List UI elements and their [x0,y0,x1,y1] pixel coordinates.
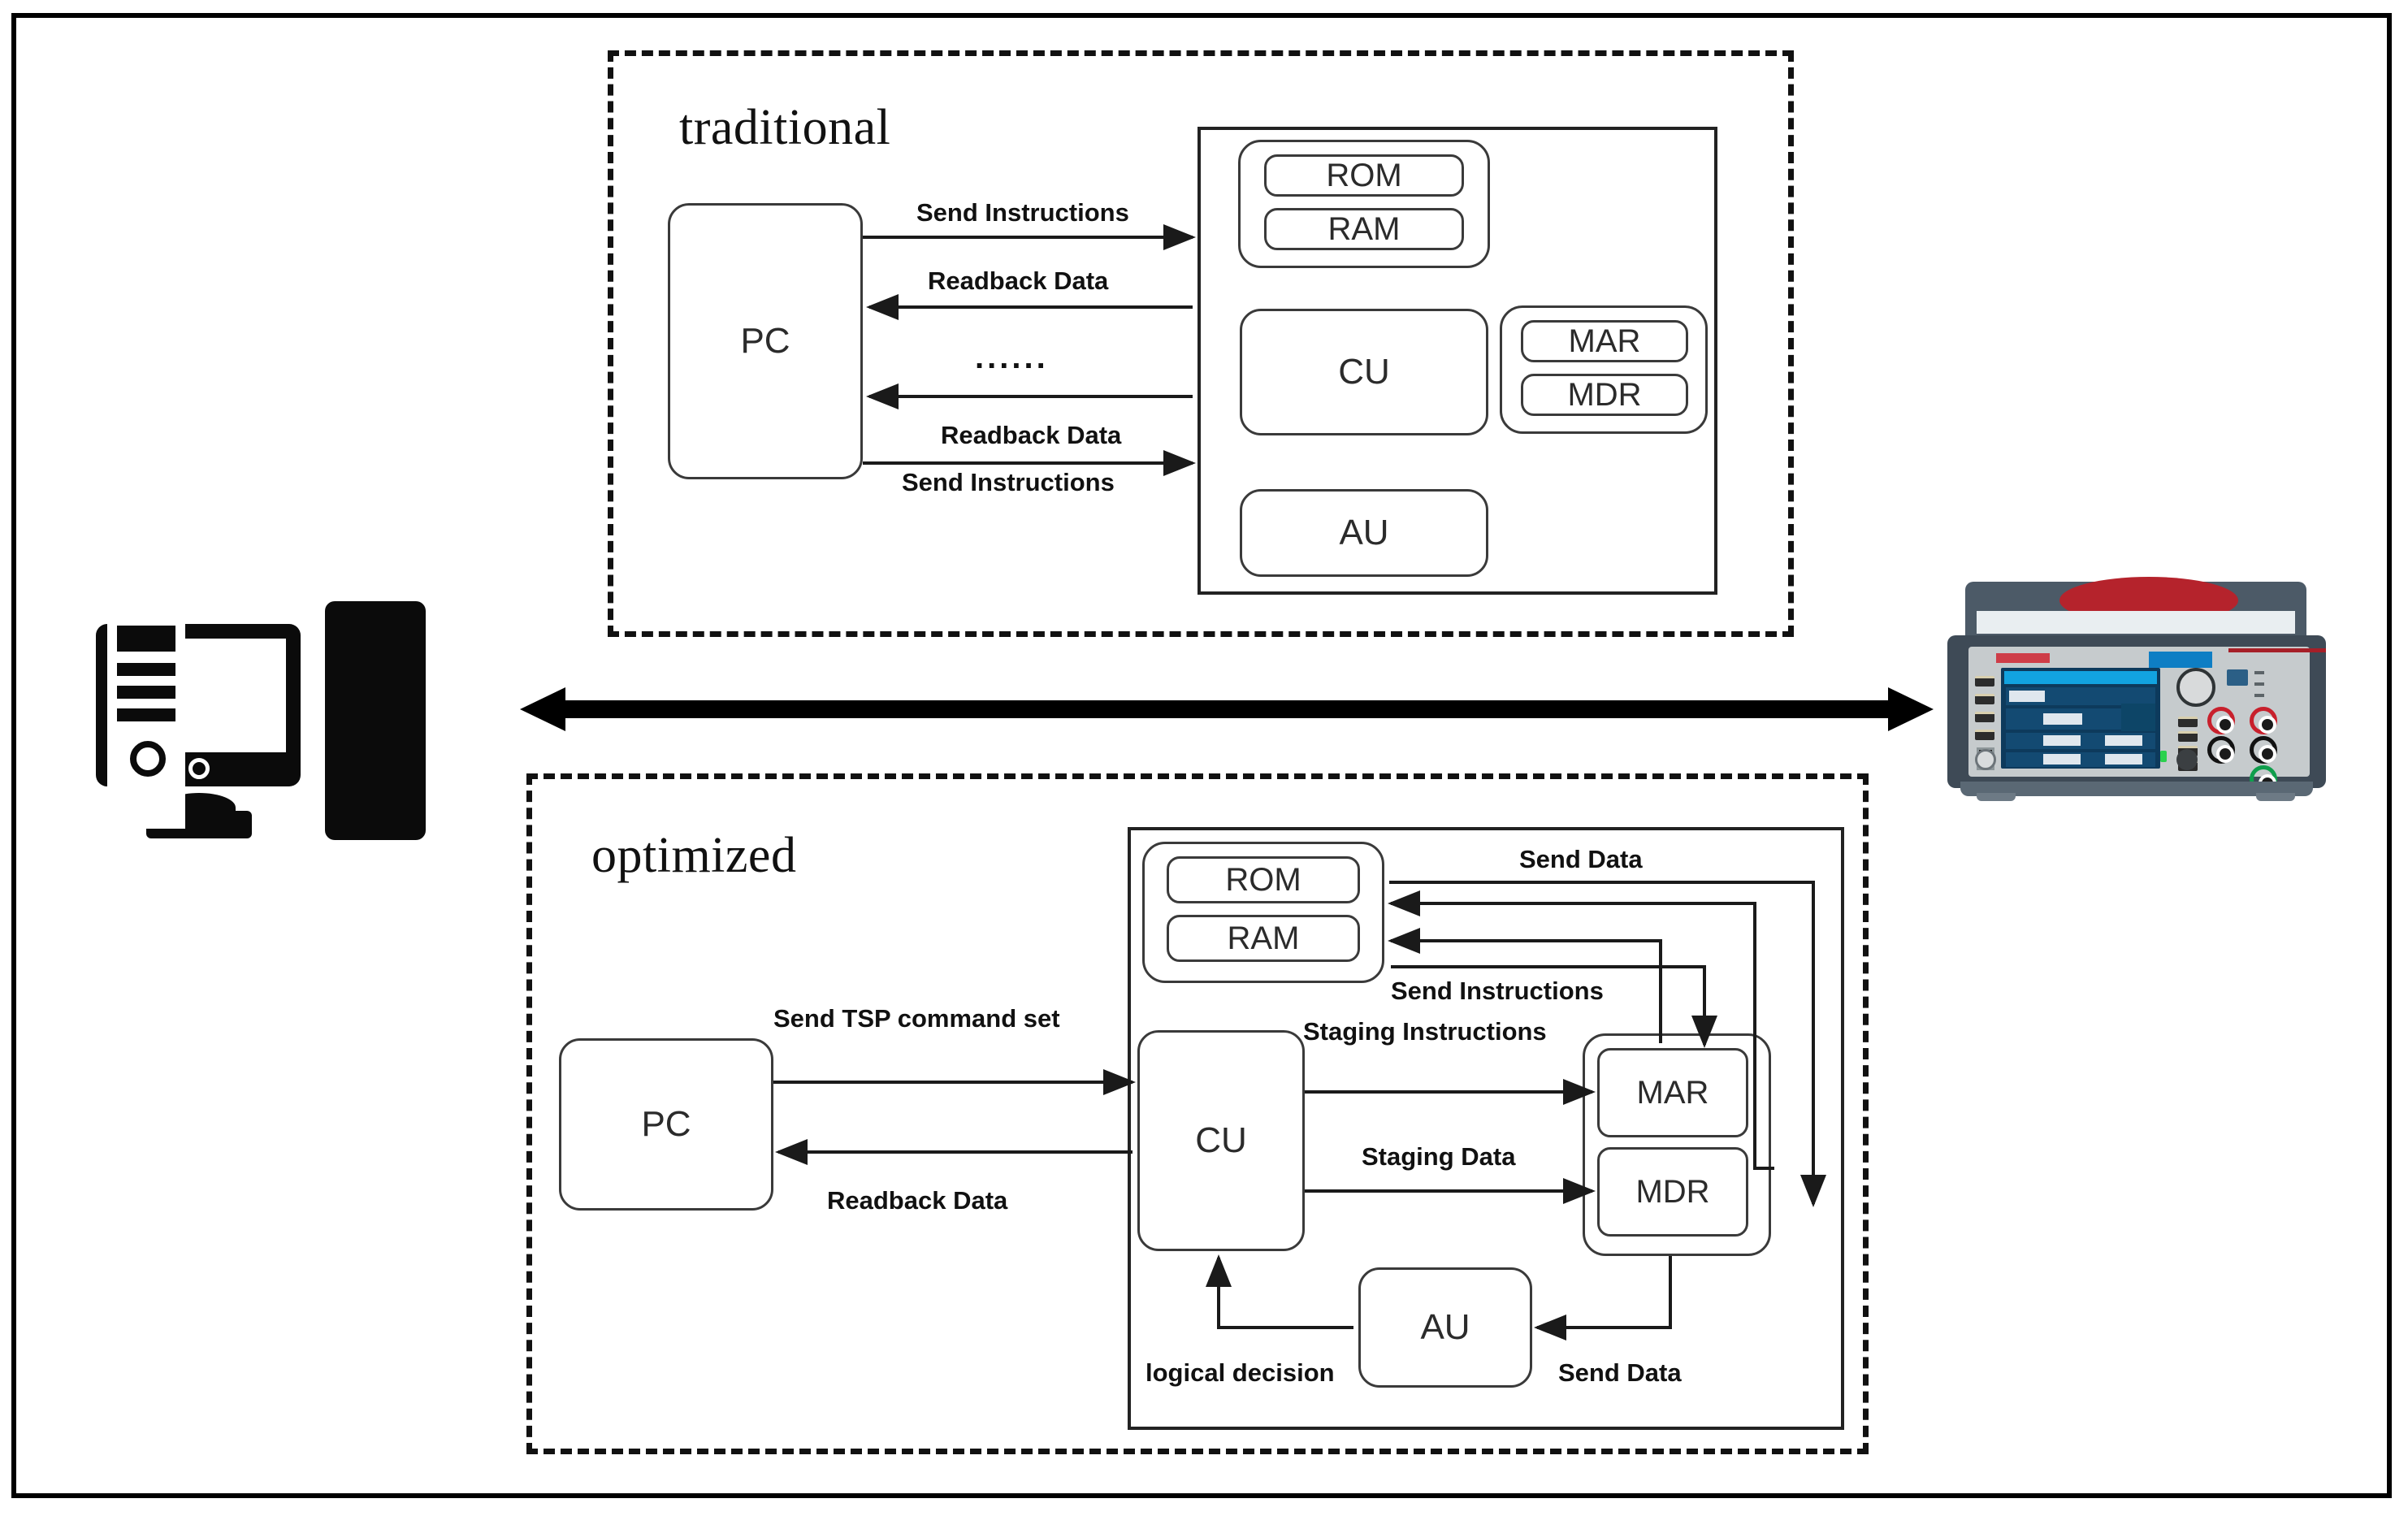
panel-optimized-title: optimized [591,828,797,883]
optimized-mdr-box: MDR [1597,1147,1748,1237]
optimized-mdr-label: MDR [1635,1173,1710,1210]
optimized-au-label: AU [1420,1307,1470,1347]
optimized-pc-label: PC [641,1104,691,1144]
optimized-ram-box: RAM [1167,915,1360,962]
traditional-au-label: AU [1339,513,1389,552]
screen-field-4 [2105,735,2142,746]
instrument-status-led [2160,751,2167,762]
optimized-connector-label-stagingdata: Staging Data [1362,1142,1516,1171]
optimized-connector-label-logicaldecision: logical decision [1146,1358,1335,1387]
traditional-ram-label: RAM [1327,210,1401,247]
traditional-rom-label: ROM [1326,157,1402,193]
traditional-ram-box: RAM [1264,208,1464,250]
optimized-mar-box: MAR [1597,1048,1748,1137]
traditional-mdr-label: MDR [1567,376,1642,413]
instrument-touchscreen[interactable] [2001,668,2160,769]
traditional-connector-label-4: Readback Data [941,421,1122,449]
traditional-mar-label: MAR [1568,323,1641,359]
instrument-softkey-1[interactable] [1975,676,1994,687]
optimized-connector-label-readback: Readback Data [827,1186,1008,1215]
instrument-foot-right [2256,793,2295,801]
tower-drive-bay-2 [117,663,175,676]
desktop-computer-icon [96,601,461,869]
traditional-cu-box: CU [1240,309,1488,435]
instrument-power-button[interactable] [1975,749,1996,770]
optimized-rom-box: ROM [1167,856,1360,903]
optimized-au-box: AU [1358,1267,1532,1388]
optimized-ram-label: RAM [1227,920,1300,956]
instrument-interlock-knob[interactable] [2176,749,2198,770]
traditional-connector-label-2: Readback Data [928,266,1109,295]
optimized-connector-label-senddata-au: Send Data [1558,1358,1682,1387]
traditional-mdr-box: MDR [1521,374,1688,416]
instrument-softkey-3[interactable] [1975,712,1994,722]
instrument-accent-line [2228,648,2326,652]
instrument-brand-logo [1996,653,2050,663]
source-measure-instrument [1938,569,2336,853]
terminal-force-hi[interactable] [2250,707,2277,734]
traditional-connector-label-1: Send Instructions [916,198,1129,227]
instrument-front-panel [1968,647,2326,793]
optimized-pc-box: PC [559,1038,773,1211]
optimized-connector-label-sendinstr: Send Instructions [1391,977,1604,1005]
instrument-tick-2 [2254,682,2264,686]
screen-field-6 [2105,754,2142,764]
tower-drive-bay-3 [117,686,175,699]
traditional-connector-label-5: Send Instructions [902,468,1115,496]
instrument-foot-left [1977,793,2016,801]
traditional-rom-box: ROM [1264,154,1464,197]
figure-border [11,13,2392,1498]
optimized-cu-box: CU [1137,1030,1305,1251]
instrument-softkey-4[interactable] [1975,730,1994,740]
screen-field-1 [2009,691,2045,702]
terminal-sense-lo[interactable] [2207,736,2235,764]
computer-tower [325,601,426,840]
traditional-connector-label-3: ...... [975,340,1049,375]
terminal-force-lo[interactable] [2250,736,2277,764]
panel-traditional [608,50,1794,637]
screen-waveform-graph [2121,704,2155,731]
screen-header-bar [2004,671,2157,684]
instrument-tick-3 [2254,694,2264,697]
optimized-connector-label-tsp: Send TSP command set [773,1004,1060,1033]
instrument-vent-strip [1977,611,2295,634]
instrument-secondary-display [2227,669,2248,686]
optimized-connector-label-senddata-top: Send Data [1519,845,1643,873]
panel-optimized [526,773,1869,1454]
instrument-func-key-1[interactable] [2178,717,2198,727]
instrument-func-key-2[interactable] [2178,731,2198,742]
instrument-softkey-2[interactable] [1975,694,1994,704]
instrument-model-tab [2149,652,2212,668]
panel-traditional-title: traditional [679,100,891,155]
traditional-au-box: AU [1240,489,1488,577]
tower-drive-bay-1 [117,626,175,652]
traditional-mar-box: MAR [1521,320,1688,362]
instrument-rotary-knob[interactable] [2176,668,2215,707]
instrument-base [1960,782,2313,796]
optimized-rom-label: ROM [1225,861,1301,898]
screen-field-3 [2043,735,2081,746]
monitor-indicator-icon [188,758,210,779]
traditional-pc-box: PC [668,203,863,479]
traditional-cu-label: CU [1338,352,1390,392]
terminal-sense-hi[interactable] [2207,707,2235,734]
screen-field-5 [2043,754,2081,764]
optimized-cu-label: CU [1195,1120,1247,1160]
optimized-connector-label-staginginstr: Staging Instructions [1303,1017,1547,1046]
traditional-pc-label: PC [740,321,790,361]
screen-field-2 [2043,713,2082,725]
tower-drive-bay-4 [117,708,175,721]
optimized-mar-label: MAR [1636,1074,1709,1111]
instrument-tick-1 [2254,671,2264,674]
tower-power-button-icon [130,741,166,777]
bidirectional-link-arrow [520,687,1934,731]
instrument-case [1947,635,2326,793]
